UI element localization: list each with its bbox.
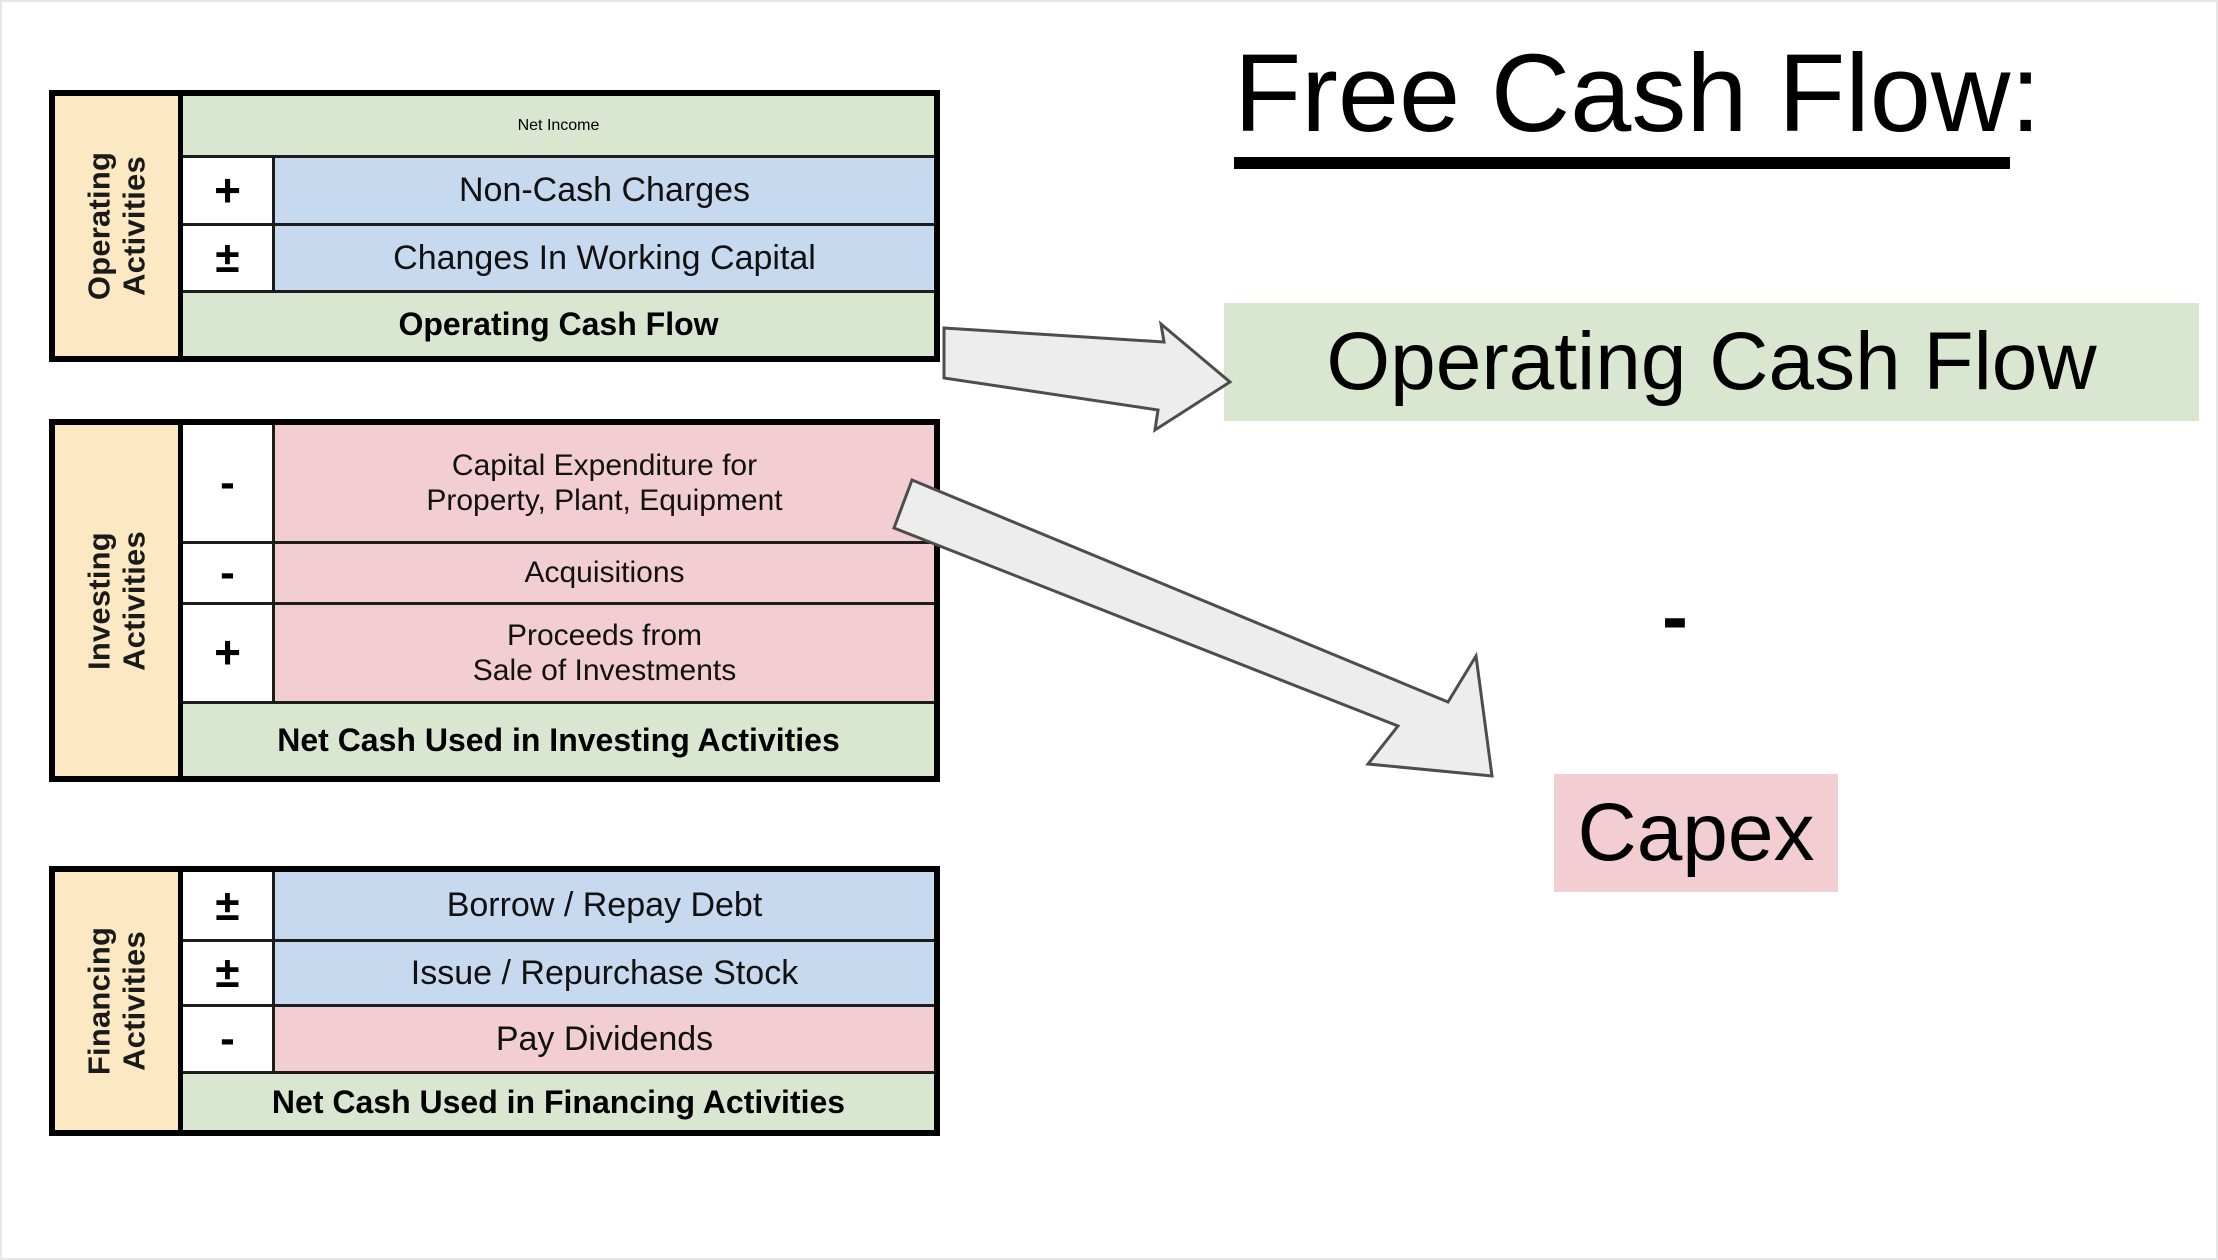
cell-text: Pay Dividends [495,1019,714,1058]
minus-operator-glyph: - [1662,572,1688,660]
capex-arrow [892,478,1494,778]
operating-cash-flow-chip: Operating Cash Flow [1224,303,2199,421]
row-label-pay-dividends: Pay Dividends [275,1007,934,1071]
page-title-colon: : [2010,32,2041,155]
row-label-proceeds-sale-investments: Proceeds from Sale of Investments [275,605,934,701]
category-cell-financing: Financing Activities [55,872,183,1130]
operating-cash-flow-label: Operating Cash Flow [1326,316,2097,407]
sign-cell-plusminus: ± [183,942,275,1004]
minus-icon: - [220,457,235,507]
rows-column-operating: Net Income + Non-Cash Charges ± Changes … [183,96,934,356]
plus-minus-icon: ± [215,948,240,998]
plus-minus-glyph: ± [215,880,240,930]
row-label-net-cash-investing-total: Net Cash Used in Investing Activities [183,704,934,776]
minus-operator: - [1662,577,1688,655]
operating-cash-flow-arrow [942,320,1233,434]
sign-cell-plus: + [183,605,275,701]
cell-text: Net Cash Used in Financing Activities [271,1083,846,1120]
table-row-total: Operating Cash Flow [183,293,934,356]
table-row: - Acquisitions [183,544,934,605]
sign-cell-plus: + [183,158,275,223]
category-label-line2: Activities [115,931,151,1071]
rows-column-financing: ± Borrow / Repay Debt ± Issue / Repurcha… [183,872,934,1130]
table-row: - Pay Dividends [183,1007,934,1074]
cell-text: Net Cash Used in Investing Activities [277,721,840,758]
cell-text: Acquisitions [524,556,685,590]
sign-cell-minus: - [183,544,275,602]
sign-cell-minus: - [183,1007,275,1071]
sign-cell-plusminus: ± [183,226,275,290]
row-label-issue-repurchase-stock: Issue / Repurchase Stock [275,942,934,1004]
minus-icon: - [220,547,235,597]
minus-icon: - [220,1013,235,1063]
category-label-line1: Financing [80,926,116,1076]
cell-text: Borrow / Repay Debt [446,886,763,925]
sign-cell-minus: - [183,425,275,541]
plus-minus-icon: ± [215,233,240,283]
plus-minus-icon: ± [215,880,240,930]
cell-text-line1: Proceeds from [506,618,703,652]
row-label-changes-working-capital: Changes In Working Capital [275,226,934,290]
table-row: ± Changes In Working Capital [183,226,934,293]
cell-text: Issue / Repurchase Stock [410,953,799,992]
cell-text: Proceeds from Sale of Investments [473,618,736,689]
cell-text-line2: Sale of Investments [472,654,737,687]
cell-text: Net Income [517,116,600,134]
cell-text-line2: Property, Plant, Equipment [426,484,783,517]
category-label-investing: Investing Activities [80,530,151,671]
row-label-capital-expenditure: Capital Expenditure for Property, Plant,… [275,425,934,541]
row-label-net-income: Net Income [183,96,934,155]
table-row: + Proceeds from Sale of Investments [183,605,934,704]
row-label-operating-cash-flow-total: Operating Cash Flow [183,293,934,356]
category-label-operating: Operating Activities [80,151,151,301]
table-row-total: Net Cash Used in Financing Activities [183,1074,934,1130]
row-label-acquisitions: Acquisitions [275,544,934,602]
sign-cell-plusminus: ± [183,872,275,939]
investing-activities-table: Investing Activities - Capital Expenditu… [49,419,940,782]
cell-text: Capital Expenditure for Property, Plant,… [426,448,782,519]
category-label-line2: Activities [115,530,151,671]
category-label-line1: Investing [80,531,116,670]
page-title-main: Free Cash Flow [1234,32,2011,169]
plus-minus-glyph: ± [215,233,240,283]
financing-activities-table: Financing Activities ± Borrow / Repay De… [49,866,940,1136]
table-row: ± Issue / Repurchase Stock [183,942,934,1007]
table-row: + Non-Cash Charges [183,158,934,226]
row-label-borrow-repay-debt: Borrow / Repay Debt [275,872,934,939]
category-cell-operating: Operating Activities [55,96,183,356]
cell-text: Changes In Working Capital [393,238,816,277]
cell-text: Operating Cash Flow [398,306,719,342]
rows-column-investing: - Capital Expenditure for Property, Plan… [183,425,934,776]
table-row: - Capital Expenditure for Property, Plan… [183,425,934,544]
row-label-non-cash-charges: Non-Cash Charges [275,158,934,223]
cell-text-line1: Capital Expenditure for [451,448,758,482]
cell-text: Non-Cash Charges [458,171,751,210]
page-title: Free Cash Flow: [1234,32,2041,169]
plus-minus-glyph: ± [215,948,240,998]
row-label-net-cash-financing-total: Net Cash Used in Financing Activities [183,1074,934,1130]
plus-icon: + [214,163,241,216]
operating-activities-table: Operating Activities Net Income + Non-Ca… [49,90,940,362]
category-label-line2: Activities [115,156,151,296]
category-label-line1: Operating [80,151,116,301]
table-row: ± Borrow / Repay Debt [183,872,934,942]
table-row: Net Income [183,96,934,158]
capex-label: Capex [1577,787,1815,878]
table-row-total: Net Cash Used in Investing Activities [183,704,934,776]
plus-icon: + [214,626,241,679]
category-cell-investing: Investing Activities [55,425,183,776]
category-label-financing: Financing Activities [80,926,151,1076]
capex-chip: Capex [1554,774,1838,892]
